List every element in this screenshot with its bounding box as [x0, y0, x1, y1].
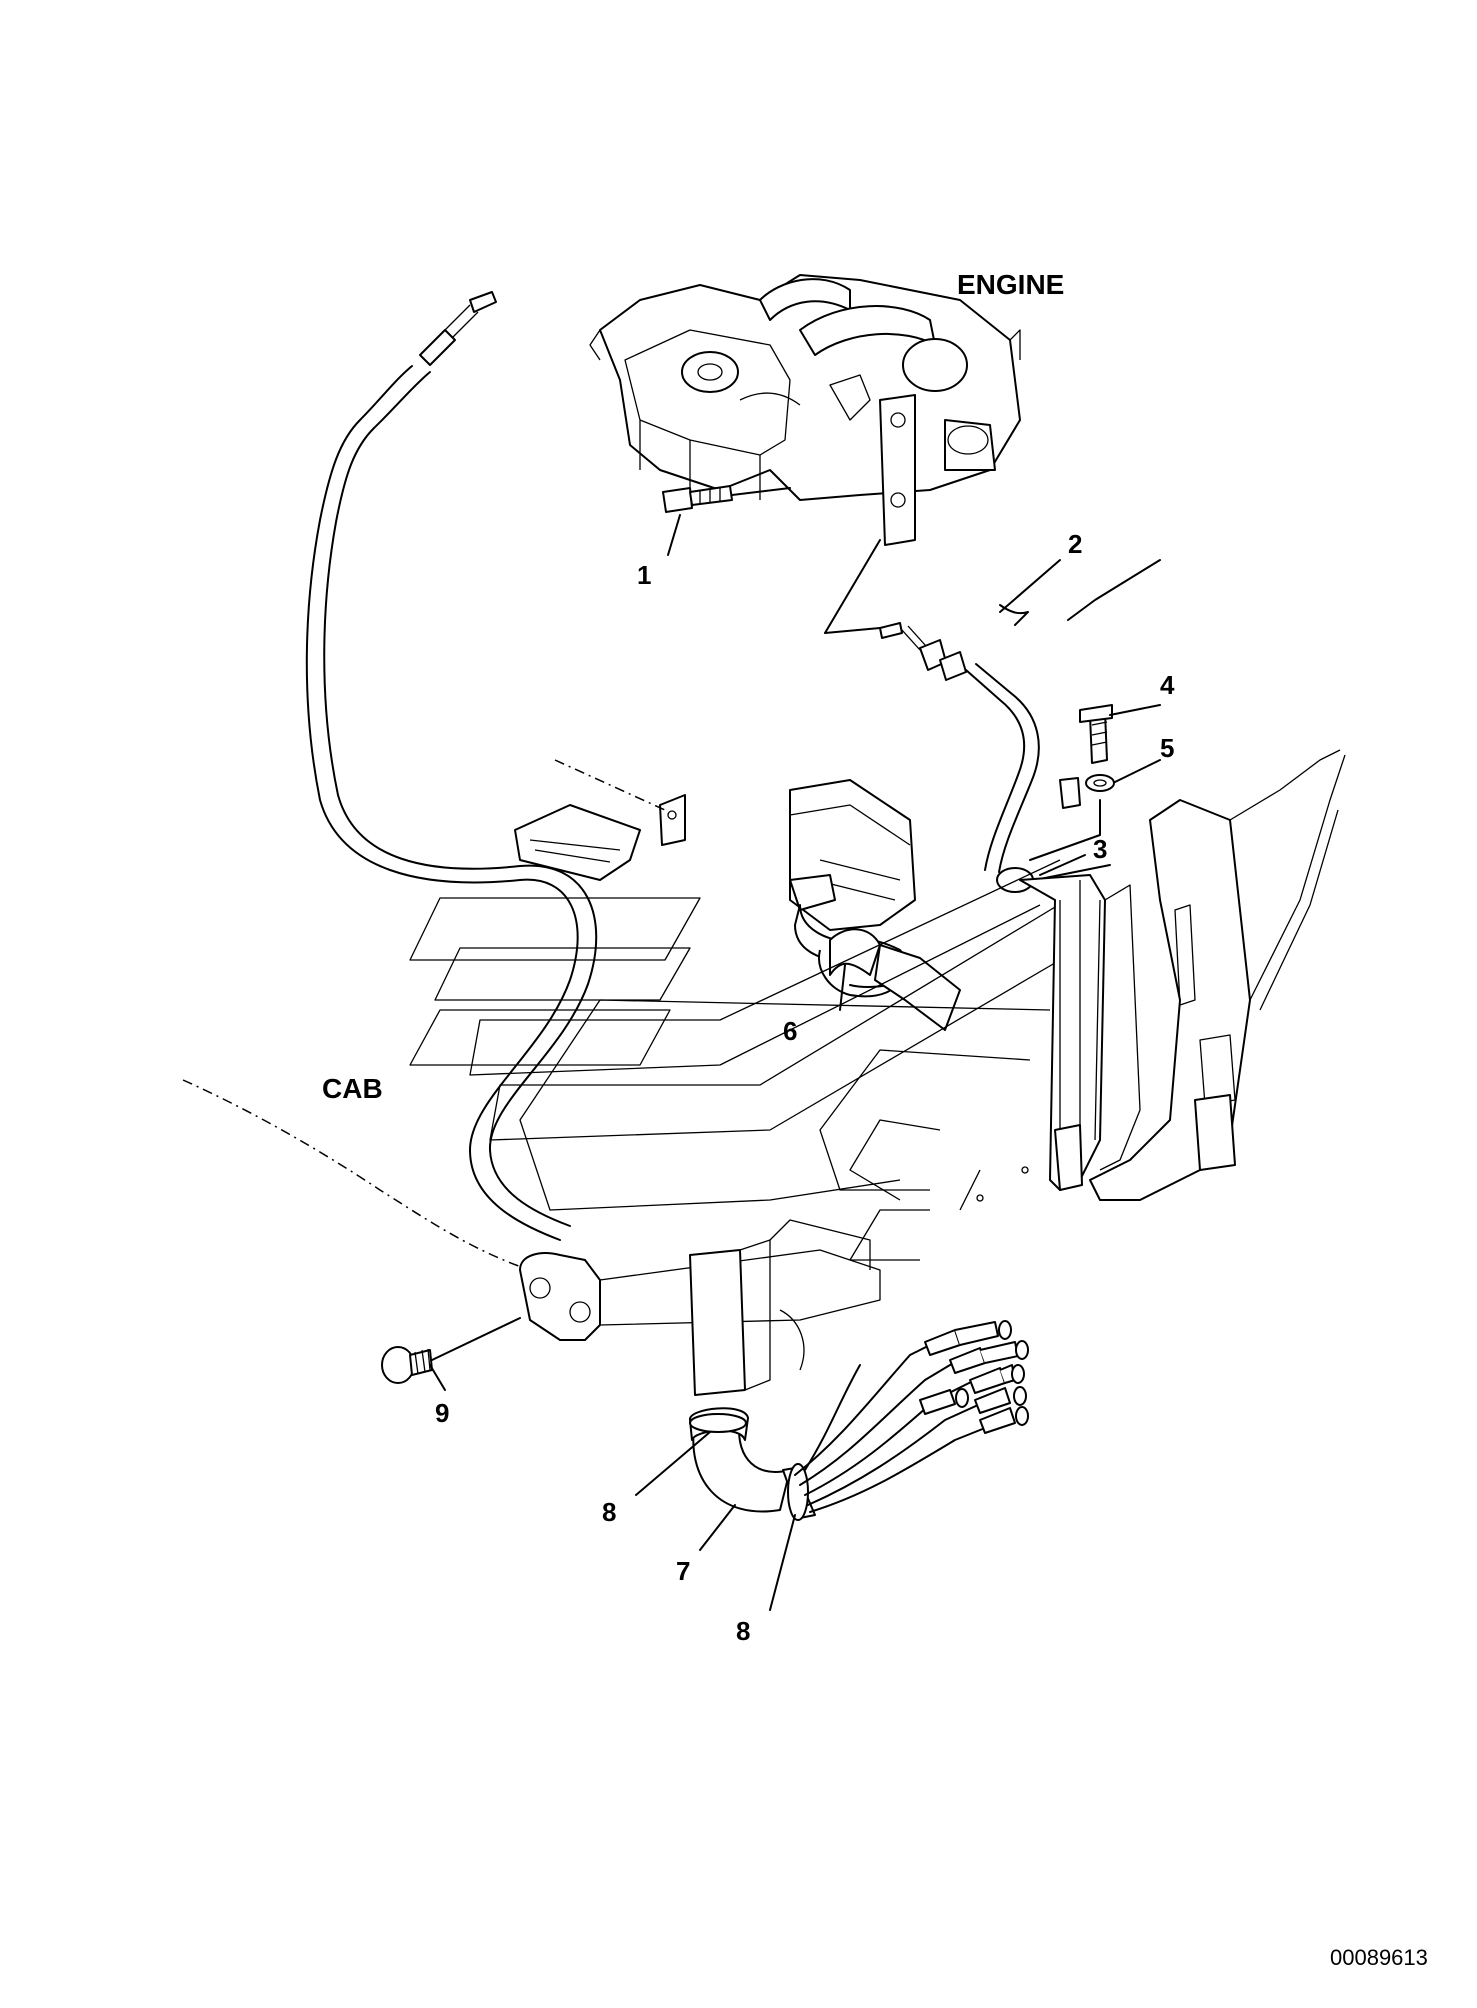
lower-bracket: [519, 1219, 881, 1396]
cab-label: CAB: [322, 1073, 383, 1104]
callout-2: 2: [1068, 529, 1082, 559]
leader-2b: [824, 627, 881, 634]
callout-9: 9: [435, 1398, 449, 1428]
callout-6: 6: [783, 1016, 797, 1046]
callout-4: 4: [1160, 670, 1175, 700]
screw-9: [381, 1317, 521, 1384]
right-frame: [976, 749, 1346, 1202]
callout-7: 7: [676, 1556, 690, 1586]
callout-3: 3: [1093, 834, 1107, 864]
callout-1: 1: [637, 560, 651, 590]
clamp-6: [829, 928, 961, 1031]
leader-2: [824, 539, 881, 634]
callout-8a: 8: [602, 1497, 616, 1527]
bracket-plate: [514, 759, 686, 881]
frame-outline: [409, 859, 1076, 1261]
throttle-cable: [305, 291, 598, 1241]
document-number: 00089613: [1330, 1945, 1428, 1970]
hose-bundle-7: [689, 1320, 1029, 1521]
callout-8b: 8: [736, 1616, 750, 1646]
cab-boundary: [182, 1079, 531, 1271]
engine-assembly: [589, 274, 1021, 546]
leader-lines: [429, 514, 1161, 1611]
callout-5: 5: [1160, 733, 1174, 763]
cable-2: [879, 559, 1061, 873]
engine-label: ENGINE: [957, 269, 1064, 300]
